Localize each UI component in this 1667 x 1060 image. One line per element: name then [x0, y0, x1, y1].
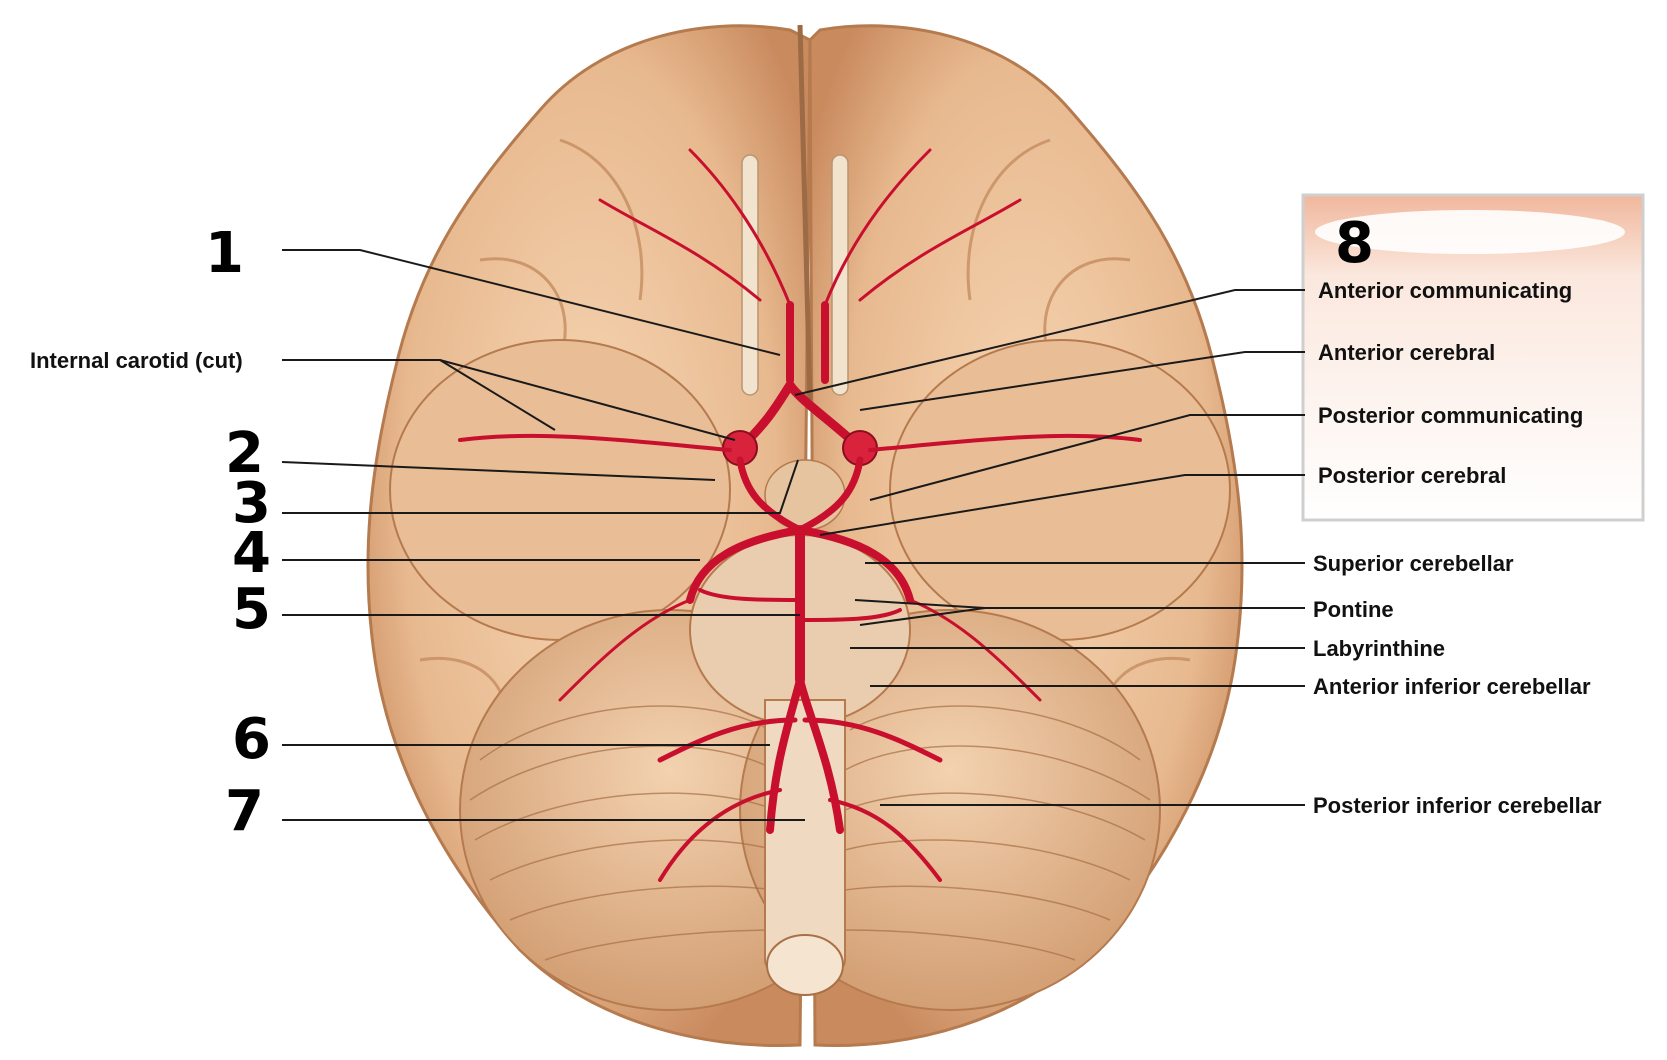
number-6: 6 — [232, 707, 271, 772]
label-posterior-cerebral: Posterior cerebral — [1318, 463, 1506, 488]
leader-lines — [281, 249, 1305, 821]
label-anterior-inferior-cerebellar: Anterior inferior cerebellar — [1313, 674, 1591, 699]
label-anterior-communicating: Anterior communicating — [1318, 278, 1572, 303]
label-posterior-communicating: Posterior communicating — [1318, 403, 1583, 428]
label-anterior-cerebral: Anterior cerebral — [1318, 340, 1495, 365]
number-2: 2 — [225, 421, 264, 486]
spinal-cord-section — [766, 934, 844, 996]
labels: Internal carotid (cut) Anterior communic… — [30, 278, 1602, 818]
left-olfactory-tract — [741, 154, 759, 396]
label-pontine: Pontine — [1313, 597, 1394, 622]
number-5: 5 — [232, 577, 271, 642]
left-temporal-lobe — [389, 339, 731, 641]
number-1: 1 — [205, 221, 244, 286]
label-superior-cerebellar: Superior cerebellar — [1313, 551, 1514, 576]
number-4: 4 — [232, 521, 271, 586]
label-posterior-inferior-cerebellar: Posterior inferior cerebellar — [1313, 793, 1602, 818]
cerebellar-folia — [469, 705, 1151, 961]
brain-illustration — [366, 24, 1244, 1048]
number-3: 3 — [232, 471, 271, 536]
right-temporal-lobe — [889, 339, 1231, 641]
number-8: 8 — [1335, 211, 1374, 276]
handwritten-numbers: 1 2 3 4 5 6 7 8 — [205, 211, 1374, 844]
number-7: 7 — [225, 779, 264, 844]
label-internal-carotid: Internal carotid (cut) — [30, 348, 243, 373]
legend-erased-title — [1315, 210, 1625, 254]
label-labyrinthine: Labyrinthine — [1313, 636, 1445, 661]
legend-box — [1301, 193, 1645, 522]
